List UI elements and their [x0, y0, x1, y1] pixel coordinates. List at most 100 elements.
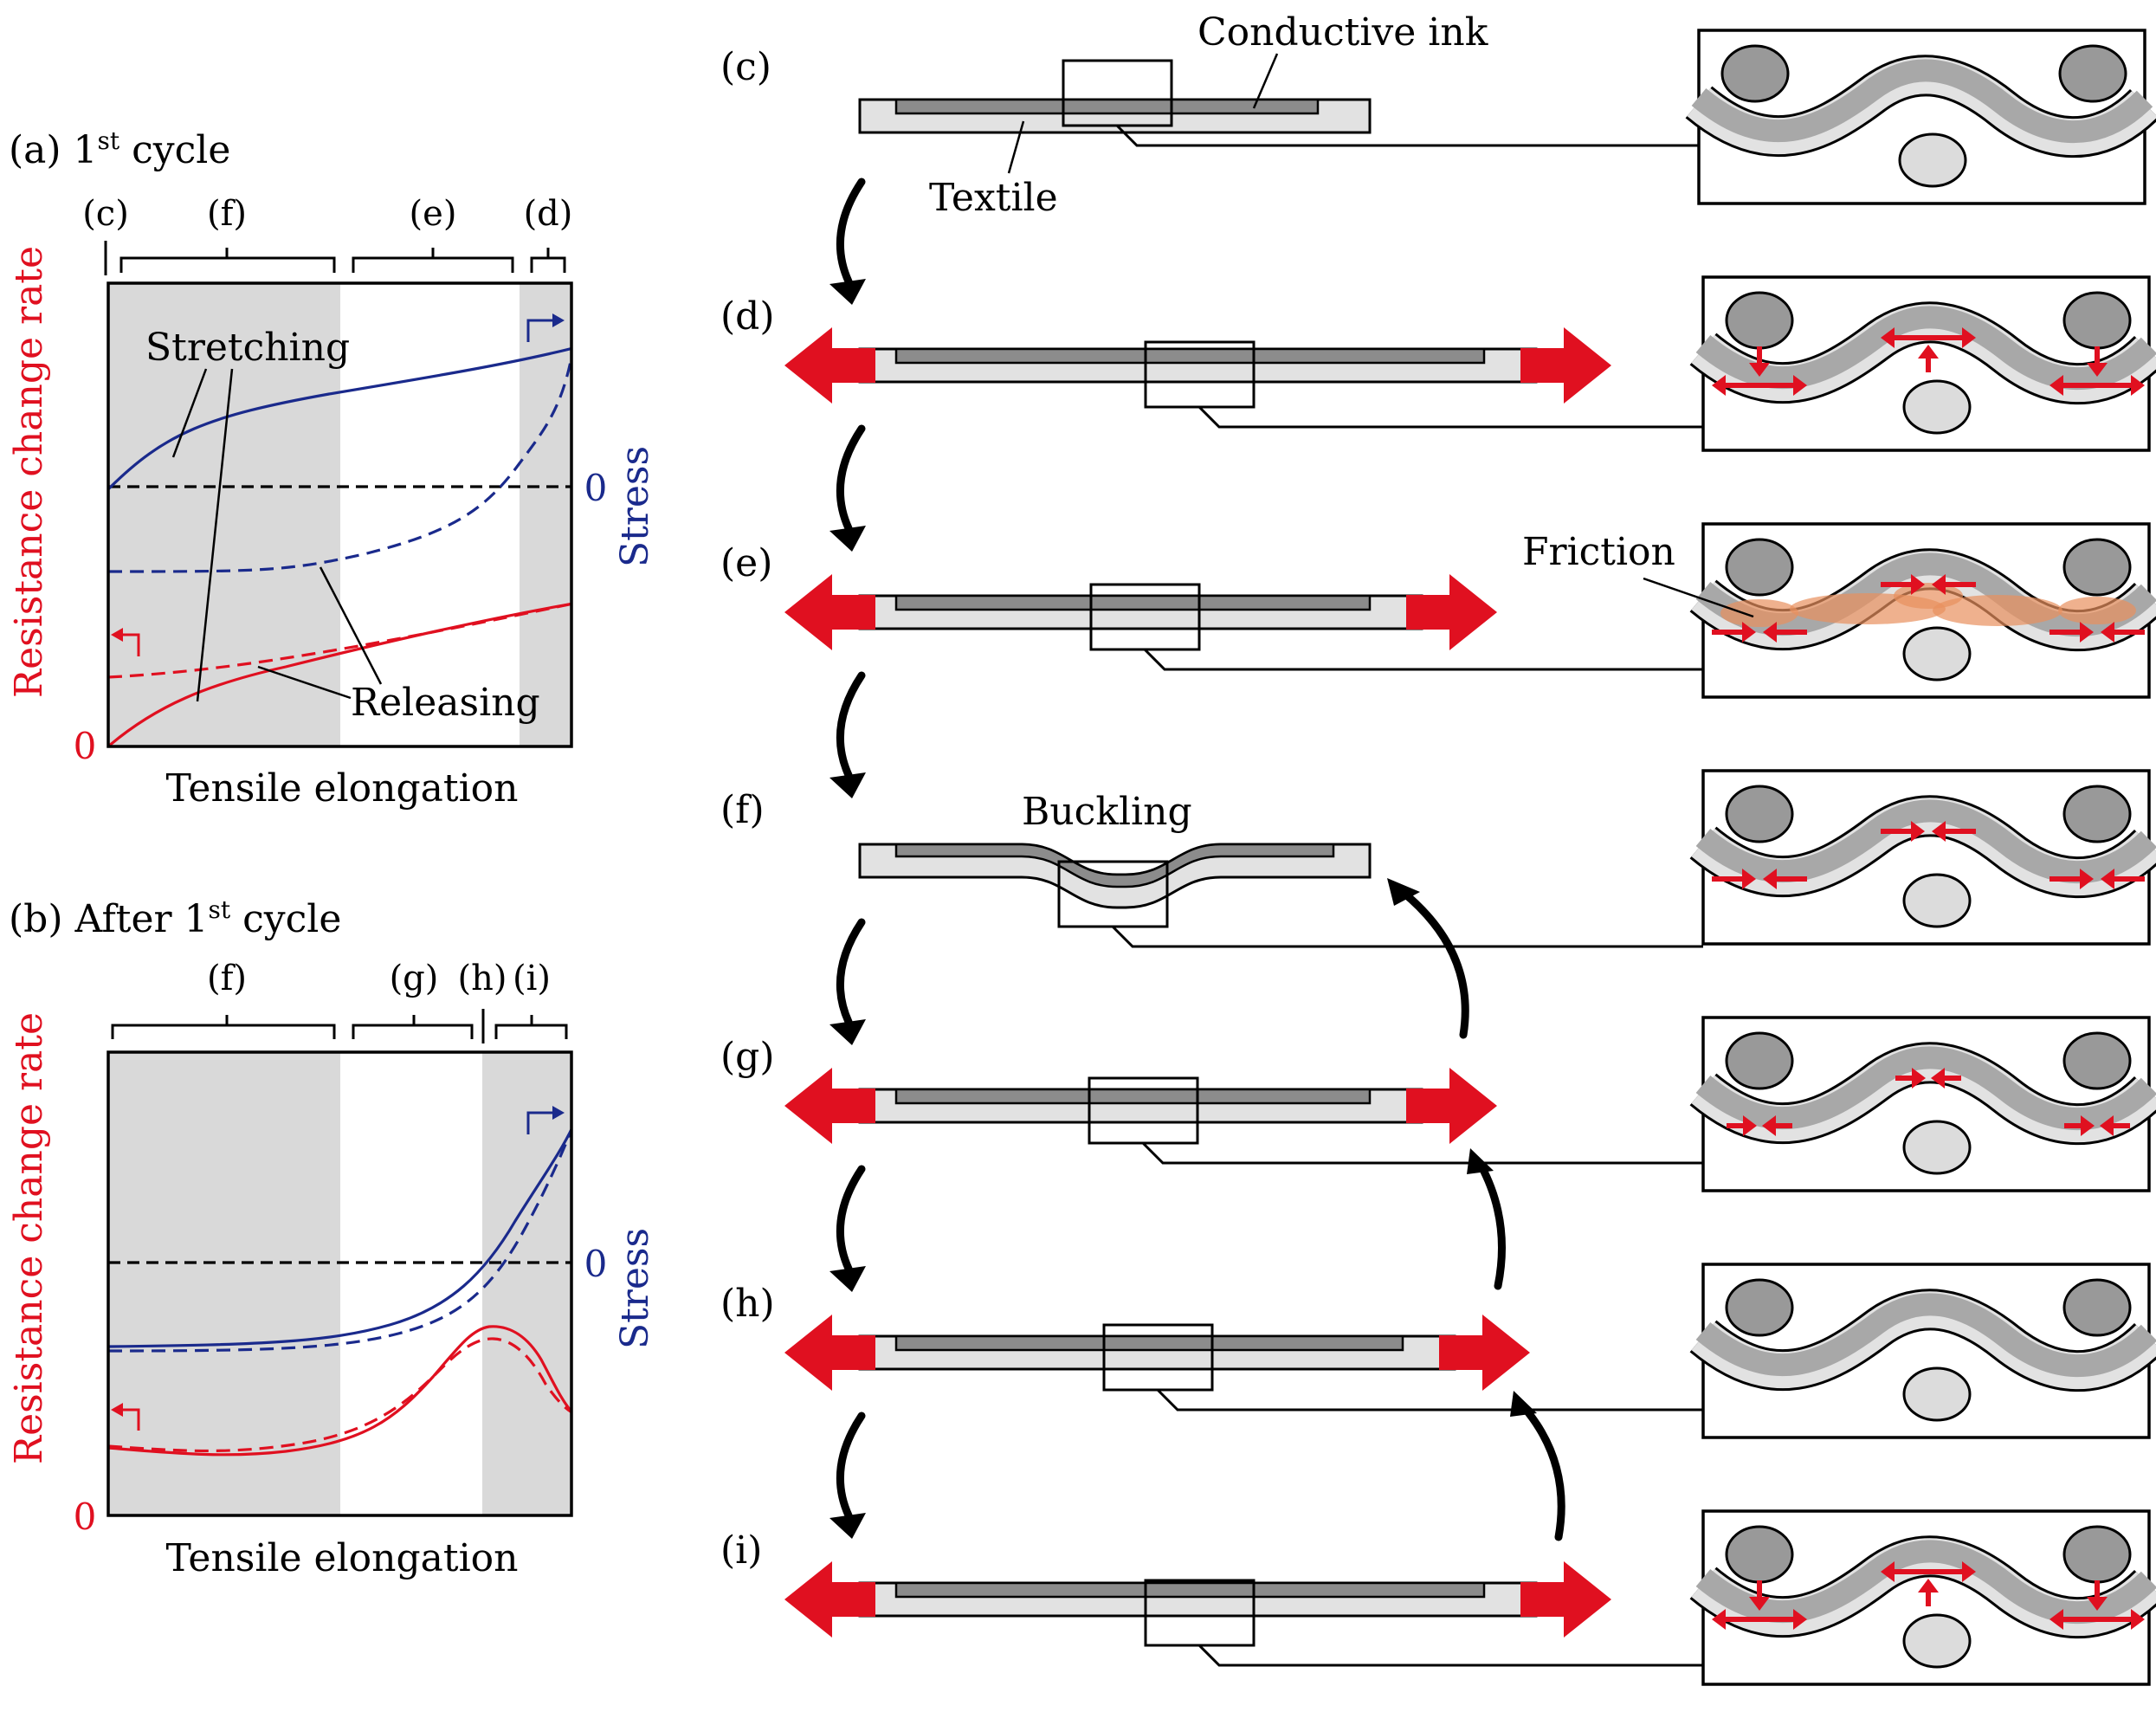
pull-arrow-left	[784, 1068, 875, 1144]
stage-e: (e)	[720, 522, 2156, 699]
stage-c: (c)	[720, 29, 2156, 205]
panel-a-title: (a) 1st cycle	[9, 126, 230, 172]
pull-arrow-left	[784, 1561, 875, 1638]
shaded-region-f	[108, 283, 340, 746]
ink-layer	[1695, 1046, 2156, 1131]
pull-arrow-left	[784, 1315, 875, 1391]
stage-label: (f)	[720, 788, 765, 832]
panel-b-title: (b) After 1st cycle	[9, 895, 341, 941]
conductive-ink-layer	[894, 594, 1372, 611]
region-brackets	[111, 1009, 568, 1043]
fiber-bottom	[1902, 626, 1972, 682]
leader-line	[1111, 925, 1703, 948]
plot-b: 0 0 Resistance change rate Stress Tensil…	[7, 1012, 657, 1580]
friction-label: Friction	[1522, 530, 1675, 574]
pull-arrow-right	[1520, 327, 1611, 404]
region-label-f: (f)	[207, 194, 247, 234]
stress-stretching-curve	[108, 346, 571, 491]
plot-a-frame	[107, 281, 573, 748]
stage-d: (d)	[720, 275, 2156, 452]
region-brackets	[104, 241, 566, 275]
conductive-ink-layer	[894, 347, 1486, 365]
stage-f: (f)	[720, 769, 2156, 948]
pull-arrow-right	[1520, 1561, 1611, 1638]
x-axis-label: Tensile elongation	[166, 766, 519, 811]
fiber-top-right	[2062, 1031, 2132, 1090]
zero-right: 0	[584, 467, 608, 509]
region-label-e: (e)	[410, 194, 457, 234]
fiber-bottom	[1902, 379, 1972, 435]
y-axis-label: Resistance change rate	[7, 246, 51, 698]
stress-releasing-curve	[108, 1126, 571, 1353]
down-arrow-h-i	[836, 1412, 866, 1520]
up-arrow-i-h	[1520, 1403, 1565, 1541]
pull-arrow-right	[1406, 1068, 1497, 1144]
stage-label: (d)	[720, 294, 775, 339]
down-arrow-d-e	[836, 424, 866, 533]
releasing-leaders	[257, 566, 383, 700]
stage-label: (h)	[720, 1282, 775, 1326]
ink-layer	[1695, 1293, 2156, 1378]
annotations: Conductive ink Textile Buckling Friction	[929, 10, 1754, 834]
up-arrow-h-g	[1476, 1160, 1506, 1290]
fiber-top-right	[2062, 785, 2132, 843]
pull-arrow-left	[784, 327, 875, 404]
fiber-top-right	[2058, 44, 2127, 103]
fiber-bottom	[1898, 132, 1967, 188]
zero-left: 0	[74, 1496, 97, 1538]
friction-zone	[1720, 599, 1798, 627]
stage-label: (c)	[720, 45, 771, 89]
zero-right: 0	[584, 1243, 608, 1285]
region-label-f: (f)	[207, 959, 247, 998]
resistance-stretching-curve	[108, 1325, 571, 1457]
pull-arrow-right	[1439, 1315, 1530, 1391]
stretching-leaders	[171, 368, 234, 702]
fiber-top-right	[2062, 291, 2132, 350]
region-label-g: (g)	[390, 959, 439, 998]
conductive-ink-layer	[894, 1581, 1486, 1599]
shaded-region-d	[520, 283, 571, 746]
stage-label: (i)	[720, 1528, 762, 1573]
panel-a: (a) 1st cycle (c) (f) (e) (d)	[7, 126, 657, 811]
friction-zone	[2058, 597, 2136, 624]
y-axis-label: Resistance change rate	[7, 1012, 51, 1464]
ink-layer	[1695, 306, 2156, 391]
fiber-top-right	[2062, 538, 2132, 597]
schematic-stages: (c) (d) (e) (f) (g) (h) (i)	[720, 29, 2156, 1686]
zero-left: 0	[74, 725, 97, 767]
fiber-top-left	[1725, 1525, 1794, 1584]
down-arrow-g-h	[836, 1165, 866, 1273]
down-arrow-c-d	[836, 178, 866, 286]
conductive-ink-layer	[894, 98, 1320, 115]
fiber-bottom	[1902, 873, 1972, 928]
leader-line	[1143, 648, 1703, 671]
up-arrow-g-f	[1398, 888, 1469, 1039]
left-axis-arrow	[121, 633, 140, 656]
right-axis-arrow	[526, 1111, 554, 1134]
leader-line	[1141, 1141, 1703, 1165]
ink-layer	[1695, 1540, 2156, 1625]
stage-h: (h)	[720, 1263, 2156, 1439]
textile-label: Textile	[929, 176, 1058, 220]
stage-g: (g)	[720, 1016, 2156, 1192]
pull-arrow-left	[784, 574, 875, 650]
region-label-i: (i)	[513, 959, 551, 998]
fiber-bottom	[1902, 1613, 1972, 1669]
conductive-ink-layer	[894, 1334, 1404, 1352]
fiber-bottom	[1902, 1366, 1972, 1422]
x-axis-label: Tensile elongation	[166, 1536, 519, 1580]
releasing-label: Releasing	[351, 681, 540, 725]
fiber-top-left	[1720, 44, 1790, 103]
left-axis-arrow	[121, 1408, 140, 1431]
leader-line	[1156, 1388, 1703, 1412]
fiber-bottom	[1902, 1120, 1972, 1175]
cycle-arrowheads	[829, 279, 1537, 1539]
panel-b: (b) After 1st cycle (f) (g) (h) (i)	[7, 895, 657, 1580]
fiber-top-right	[2062, 1278, 2132, 1337]
friction-zone	[1933, 595, 2062, 626]
fiber-top-left	[1725, 1278, 1794, 1337]
conductive-ink-layer	[894, 843, 1335, 888]
leader-line	[1115, 124, 1699, 147]
fiber-top-left	[1725, 1031, 1794, 1090]
